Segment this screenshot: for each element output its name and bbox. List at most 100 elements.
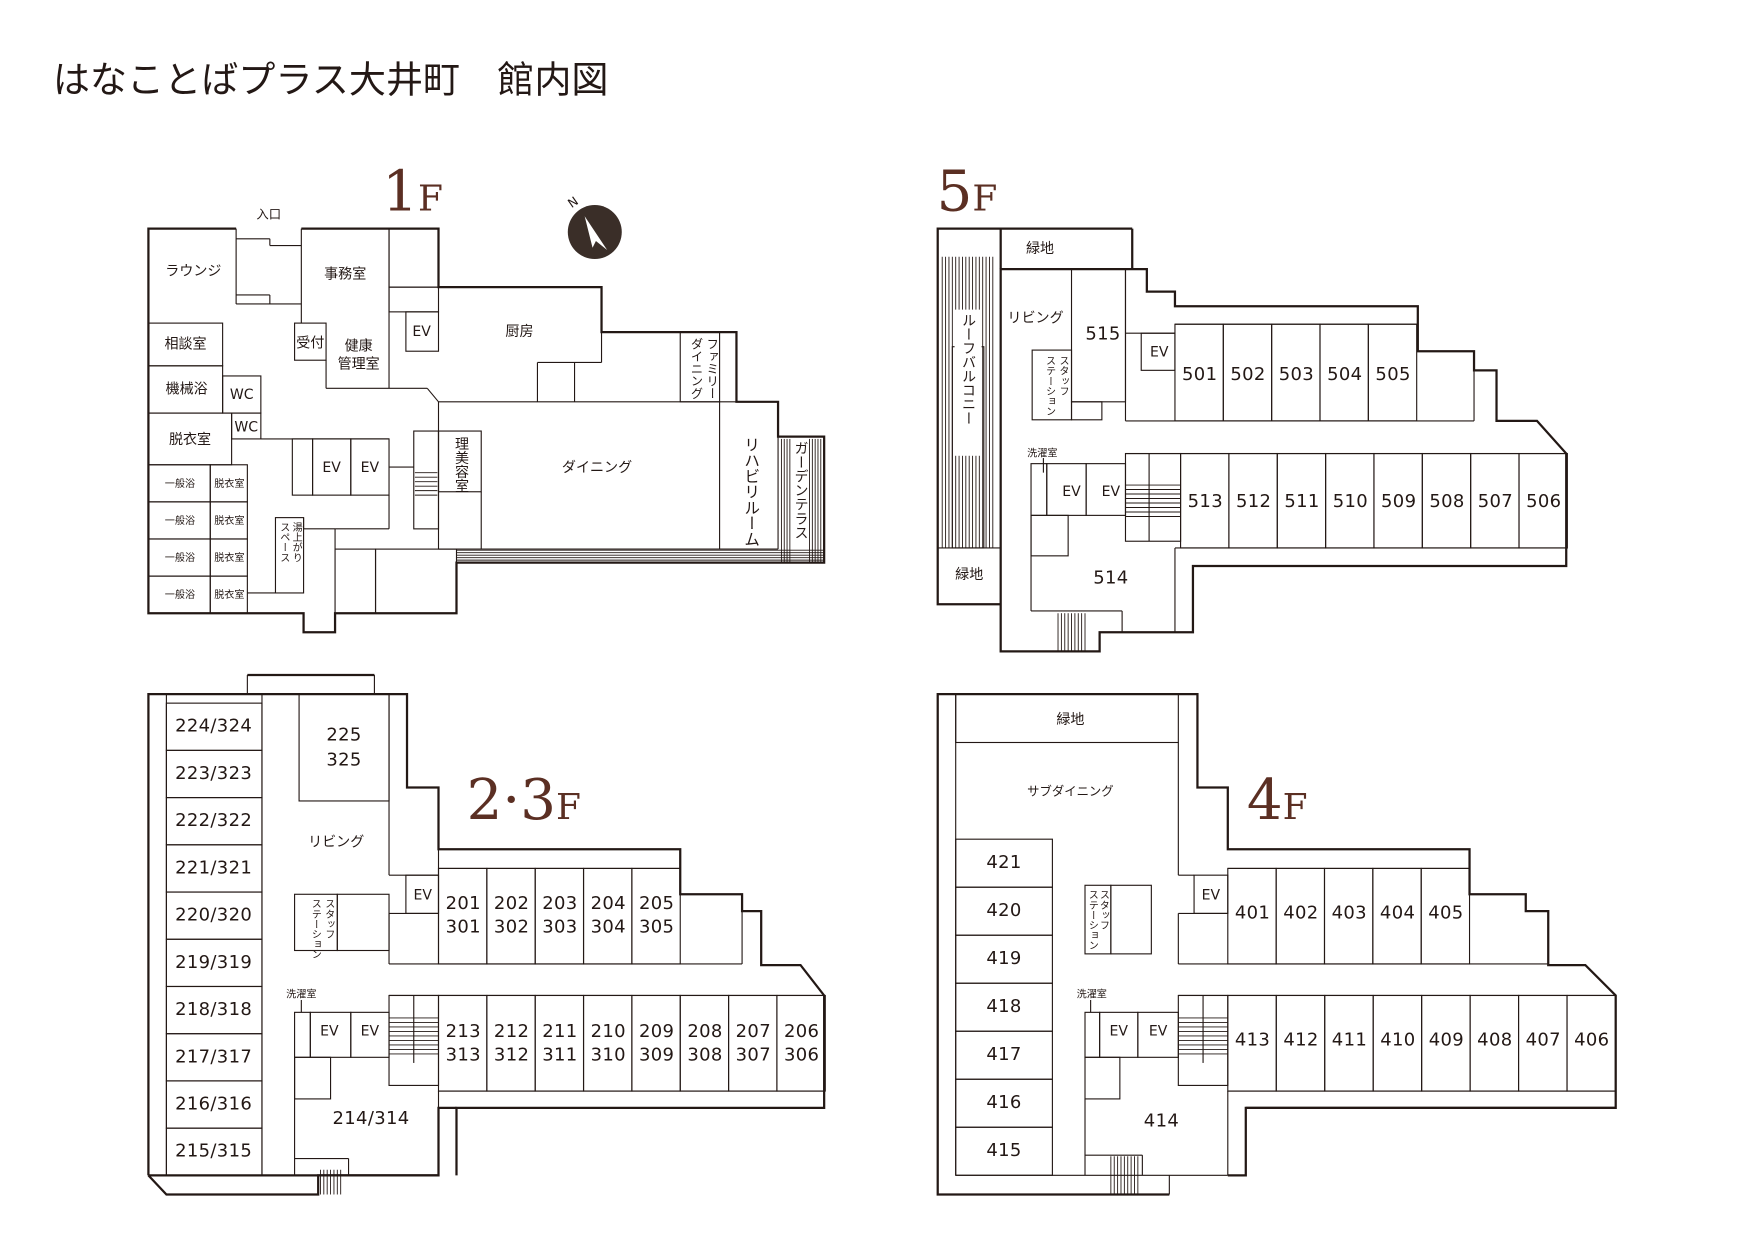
room-number: 301	[446, 916, 481, 937]
room-number: 206	[784, 1021, 819, 1042]
guest-room	[776, 994, 826, 1092]
room-label: ラウンジ	[165, 263, 221, 279]
room-label: 脱衣室	[169, 431, 211, 448]
green-area-label: 緑地	[1056, 712, 1084, 728]
ev-label: EV	[1202, 887, 1221, 903]
floor-unit: F	[556, 787, 581, 828]
room-number: 405	[1428, 902, 1463, 923]
staff-station-label: スタッフ	[323, 899, 335, 939]
guest-room	[955, 1126, 1053, 1176]
room-outline	[294, 1011, 311, 1058]
room-number: 515	[1085, 323, 1120, 344]
guest-room	[486, 994, 536, 1092]
entrance-label: 入口	[256, 208, 281, 222]
room-outline	[336, 893, 390, 952]
room-number: 414	[1144, 1110, 1179, 1131]
staff-station-label: スタッフ	[1057, 356, 1069, 396]
room-number: 419	[986, 948, 1021, 969]
floor-label: 4F	[1247, 768, 1308, 833]
room-number: 221/321	[175, 857, 252, 878]
room-outline	[388, 228, 440, 288]
guest-room	[582, 994, 633, 1092]
room-outline	[1030, 514, 1069, 557]
room-number: 416	[986, 1092, 1021, 1113]
room-number: 506	[1526, 491, 1561, 512]
building-outline	[936, 227, 1002, 606]
ev-label: EV	[1102, 484, 1121, 500]
guest-room	[631, 994, 681, 1092]
ev-label: EV	[361, 1023, 380, 1039]
room-number: 412	[1283, 1029, 1318, 1050]
room-outline	[1030, 463, 1048, 516]
room-number: 508	[1429, 491, 1464, 512]
general-bath-label: 一般浴	[165, 477, 195, 490]
room-number: 216/316	[175, 1094, 252, 1115]
room-number: 204	[591, 893, 626, 914]
room-number: 305	[639, 916, 674, 937]
room-number: 224/324	[175, 716, 252, 737]
room-outline	[374, 548, 458, 614]
green-area-label: 緑地	[1026, 241, 1054, 257]
floor-number: 2·3	[467, 768, 556, 833]
balcony-label-bg	[954, 309, 982, 456]
room-label: 厨房	[505, 324, 533, 340]
ev-label: EV	[320, 1023, 339, 1039]
room-number: 514	[1093, 567, 1128, 588]
room-outline	[334, 548, 377, 614]
room-number: 219/319	[175, 952, 252, 973]
sub-dining-label: サブダイニング	[1027, 783, 1114, 798]
laundry-label: 洗濯室	[1027, 447, 1057, 460]
floor-number: 5	[937, 160, 973, 225]
living-label: リビング	[1007, 311, 1063, 327]
room-outline	[231, 412, 262, 440]
room-number: 209	[639, 1021, 674, 1042]
room-number: 222/322	[175, 810, 252, 831]
staff-station-label: ステーション	[1086, 890, 1097, 951]
room-number: 407	[1526, 1029, 1561, 1050]
room-outline	[413, 430, 440, 530]
room-number: 510	[1333, 491, 1368, 512]
living-label: リビング	[308, 835, 364, 851]
ev-label: EV	[1149, 1023, 1168, 1039]
guest-room	[1367, 323, 1418, 422]
floor-unit: F	[1283, 787, 1308, 828]
green-area-label: 緑地	[955, 567, 983, 583]
page-title: はなことばプラス大井町 館内図	[53, 59, 609, 102]
room-number: 415	[986, 1140, 1021, 1161]
room-number: 312	[494, 1045, 529, 1066]
staff-station-label: スタッフ	[1097, 890, 1109, 930]
bath-dressing-label: 脱衣室	[214, 588, 244, 601]
ev-label: EV	[361, 460, 380, 476]
room-outline	[350, 1011, 390, 1058]
room-outline	[294, 1056, 332, 1100]
room-number: 403	[1332, 902, 1367, 923]
room-outline	[209, 575, 248, 614]
room-number: 208	[687, 1021, 722, 1042]
guest-room	[631, 867, 681, 965]
room-number: 210	[591, 1021, 626, 1042]
room-number: 307	[736, 1045, 771, 1066]
room-number: 225	[326, 725, 361, 746]
room-number: 223/323	[175, 763, 252, 784]
room-outline	[405, 311, 440, 352]
guest-room	[534, 994, 585, 1092]
garden-terrace-label: ガーデンテラス	[793, 441, 809, 539]
barber-label: 理美容室	[453, 437, 469, 493]
room-number: 211	[542, 1021, 577, 1042]
staff-station-label: ステーション	[1044, 356, 1055, 417]
after-bath-label: 湯上がり	[290, 521, 302, 563]
room-outline	[1140, 332, 1176, 371]
room-number: 417	[986, 1044, 1021, 1065]
roof-balcony-label: ルーフバルコニー	[960, 313, 976, 425]
room-number: 507	[1478, 491, 1513, 512]
floor-4f: 4F緑地サブダイニング421420419418417416415スタッフステーシ…	[936, 693, 1617, 1196]
green-area	[955, 693, 1179, 744]
room-number: 404	[1380, 902, 1415, 923]
room-outline	[1137, 1011, 1179, 1058]
room-number: 306	[784, 1045, 819, 1066]
ev-label: EV	[1109, 1023, 1128, 1039]
health-room-label: 健康	[345, 338, 373, 355]
room-number: 309	[639, 1045, 674, 1066]
guest-room	[728, 994, 778, 1092]
